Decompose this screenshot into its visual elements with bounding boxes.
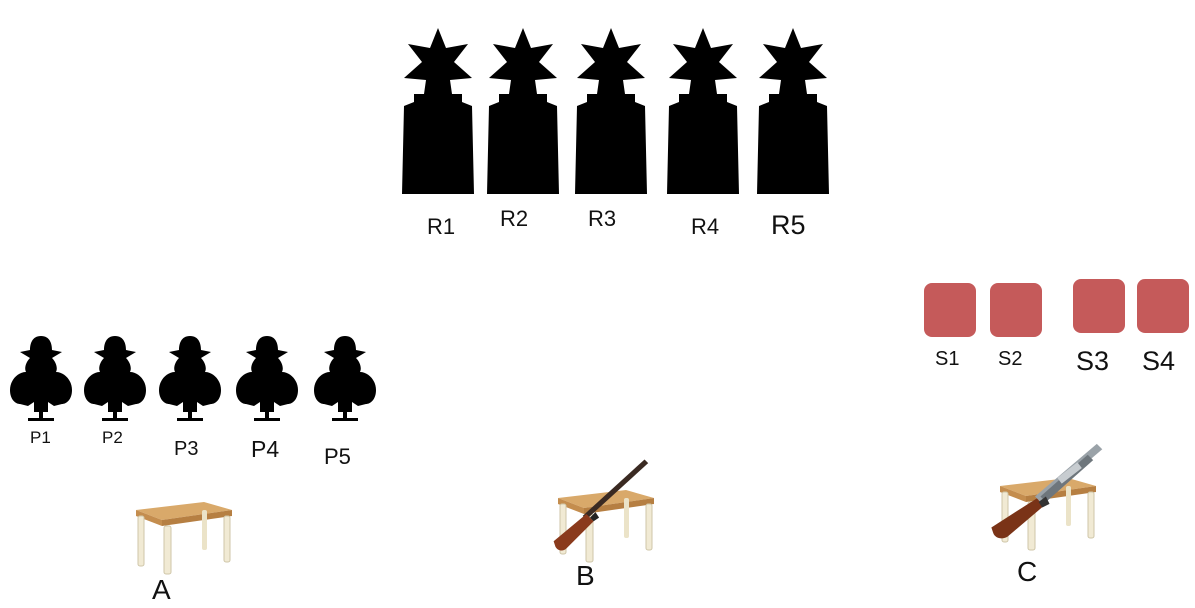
rifle-target-label: R3: [588, 206, 616, 232]
station-label: B: [576, 560, 595, 592]
shotgun-target-label: S4: [1142, 346, 1175, 377]
silhouette-target-icon: [400, 26, 476, 196]
cowboy-silhouette-target-icon: [310, 334, 380, 424]
cowboy-silhouette-target-icon: [80, 334, 150, 424]
silhouette-target-icon: [573, 26, 649, 196]
rifle-icon: [545, 454, 655, 554]
steel-plate-icon: [1137, 279, 1189, 333]
silhouette-target-icon: [665, 26, 741, 196]
table-icon: [126, 496, 236, 576]
shotgun-target-label: S3: [1076, 346, 1109, 377]
pistol-target-label: P2: [102, 428, 123, 448]
station-label: A: [152, 574, 171, 606]
rifle-target-label: R5: [771, 210, 806, 241]
steel-plate-icon: [924, 283, 976, 337]
pistol-target-label: P4: [251, 436, 279, 463]
shotgun-target-label: S1: [935, 348, 959, 371]
rifle-target-label: R1: [427, 214, 455, 240]
cowboy-silhouette-target-icon: [155, 334, 225, 424]
steel-plate-icon: [990, 283, 1042, 337]
silhouette-target-icon: [755, 26, 831, 196]
pistol-target-label: P5: [324, 444, 351, 470]
pistol-target-label: P3: [174, 438, 198, 461]
pistol-target-label: P1: [30, 428, 51, 448]
shotgun-target-label: S2: [998, 348, 1022, 371]
steel-plate-icon: [1073, 279, 1125, 333]
station-label: C: [1017, 556, 1037, 588]
cowboy-silhouette-target-icon: [6, 334, 76, 424]
shotgun-icon: [980, 442, 1110, 542]
rifle-target-label: R4: [691, 214, 719, 240]
rifle-target-label: R2: [500, 206, 528, 232]
cowboy-silhouette-target-icon: [232, 334, 302, 424]
silhouette-target-icon: [485, 26, 561, 196]
